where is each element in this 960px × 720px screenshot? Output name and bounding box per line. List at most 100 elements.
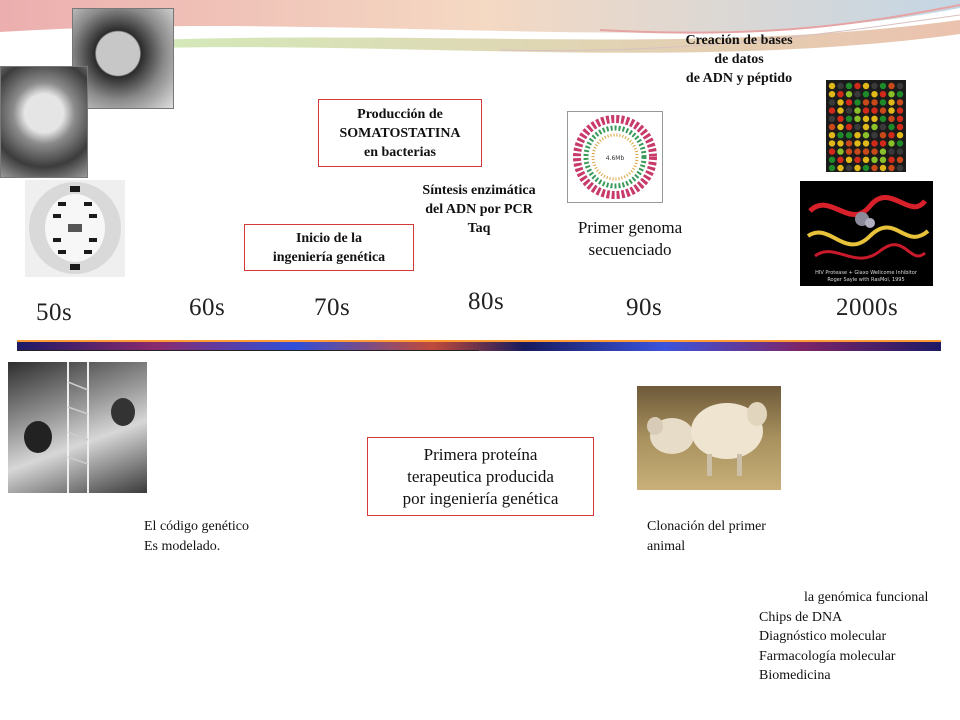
microarray-spot [896,82,904,90]
microarray-spot [879,156,887,163]
microarray-spot [896,132,904,139]
codigo-line-1: El código genético [144,519,249,534]
microarray-spot [879,148,887,155]
microarray-spot [888,140,895,147]
microarray-spot [828,132,836,139]
microarray-spot [828,107,836,114]
microarray-spot [871,164,878,172]
microarray-spot [862,99,870,106]
microarray-spot [845,99,853,106]
microarray-spot [828,82,836,90]
microarray-spot [828,115,836,122]
bases-line-3: de ADN y péptido [685,71,793,86]
decade-label-60s: 60s [189,294,226,321]
microarray-spot [854,107,861,114]
microarray-spot [854,164,861,172]
proteina-line-1: Primera proteína [423,444,538,464]
clonacion-line-1: Clonación del primer [647,519,766,534]
microarray-spot [888,132,895,139]
microarray-spot [845,148,853,155]
microarray-spot [871,156,878,163]
bases-line-2: de datos [714,52,764,67]
clonacion-note: Clonación del primer animal [647,517,766,557]
microarray-spot [837,82,844,90]
proteina-line-3: por ingeniería genética [402,488,559,508]
microarray-spot [862,156,870,163]
microarray-spot [871,99,878,106]
pcr-text: Síntesis enzimática del ADN por PCR Taq [398,181,560,238]
microarray-spot [862,82,870,90]
microarray-spot [896,148,904,155]
microarray-spot [845,140,853,147]
microarray-image [826,80,906,172]
microarray-spot [854,82,861,90]
microarray-spot [837,132,844,139]
microarray-spot [871,148,878,155]
microarray-spot [879,164,887,172]
microarray-spot [879,140,887,147]
microarray-spot [845,115,853,122]
microarray-spot [862,140,870,147]
timeline-bar [17,340,941,351]
protein-caption-1: HIV Protease + Glaxo Wellcome Inhibitor [815,270,918,276]
somatostatina-line-3: en bacterias [364,144,436,160]
microarray-spot [845,123,853,131]
microarray-spot [862,164,870,172]
microarray-spot [879,107,887,114]
microarray-spot [888,107,895,114]
microarray-spot [854,148,861,155]
microarray-spot [896,164,904,172]
microarray-spot [837,140,844,147]
proteina-box: Primera proteína terapeutica producida p… [367,437,594,516]
protein-structure-image: HIV Protease + Glaxo Wellcome Inhibitor … [800,181,933,286]
microarray-spot [871,91,878,98]
bases-text: Creación de bases de datos de ADN y pépt… [650,31,828,88]
genoma-line-2: secuenciado [588,240,672,259]
genomica-item: Diagnóstico molecular [759,629,887,644]
microarray-spot [862,91,870,98]
genomica-item: Chips de DNA [759,609,843,625]
microarray-spot [862,115,870,122]
microarray-spot [862,123,870,131]
microarray-spot [828,156,836,163]
microarray-spot [888,91,895,98]
codigo-line-2: Es modelado. [144,539,221,554]
microarray-spot [888,82,895,90]
microarray-spot [896,107,904,114]
microarray-spot [888,148,895,155]
pcr-line-1: Síntesis enzimática [422,183,536,198]
microarray-spot [854,91,861,98]
genomica-item: Biomedicina [759,668,831,683]
genomica-list: la genómica funcional Chips de DNA Diagn… [759,588,928,686]
decade-label-80s: 80s [468,288,505,315]
microarray-spot [896,156,904,163]
microarray-spot [845,156,853,163]
microarray-spot [854,156,861,163]
microarray-spot [871,123,878,131]
scientist-man-photo [0,66,88,178]
microarray-spot [888,123,895,131]
microarray-spot [888,115,895,122]
clonacion-line-2: animal [647,539,686,554]
somatostatina-box: Producción de SOMATOSTATINA en bacterias [318,99,482,167]
microarray-spot [854,115,861,122]
microarray-spot [879,99,887,106]
microarray-spot [837,107,844,114]
pcr-line-3: Taq [467,221,491,236]
microarray-spot [862,107,870,114]
microarray-spot [896,115,904,122]
microarray-spot [837,148,844,155]
microarray-spot [879,82,887,90]
microarray-spot [828,99,836,106]
microarray-spot [896,91,904,98]
microarray-spot [837,91,844,98]
protein-caption-2: Roger Sayle with RasMol, 1995 [827,277,904,283]
ingenieria-line-2: ingeniería genética [272,249,386,265]
microarray-spot [888,99,895,106]
microarray-spot [828,91,836,98]
microarray-spot [845,164,853,172]
microarray-spot [837,164,844,172]
microarray-spot [845,91,853,98]
timeline-underline [17,350,479,351]
decade-label-70s: 70s [314,294,351,321]
